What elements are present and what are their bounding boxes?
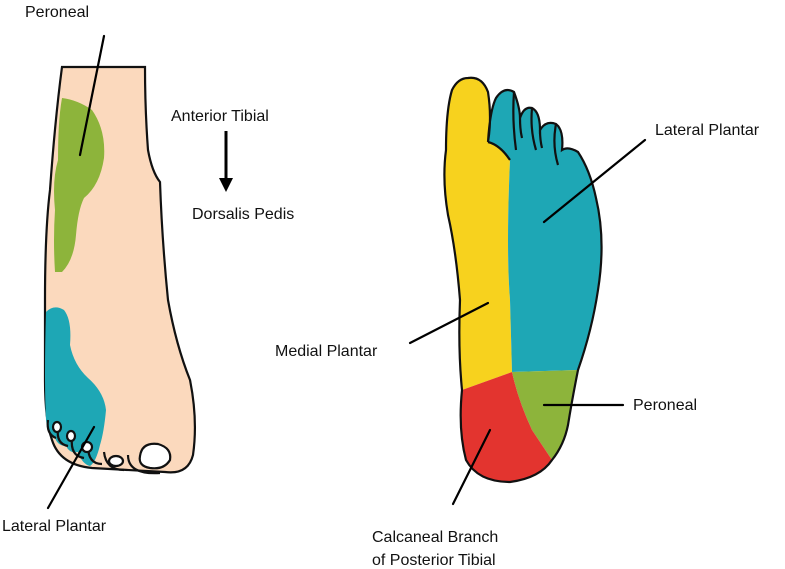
- plantar-peroneal-region: [512, 370, 578, 460]
- down-arrow-icon: [219, 131, 233, 192]
- leader-lateral-plantar-right: [542, 138, 647, 224]
- leader-lateral-plantar-bottom: [46, 425, 96, 510]
- plantar-medial-plantar-region: [444, 77, 512, 391]
- label-peroneal-top: Peroneal: [25, 4, 89, 21]
- dorsal-foot: [43, 65, 196, 475]
- plantar-foot: [443, 76, 603, 484]
- leader-peroneal-top: [78, 34, 106, 157]
- leader-medial-plantar: [408, 301, 490, 345]
- label-medial-plantar: Medial Plantar: [275, 343, 378, 360]
- plantar-lateral-plantar-region: [488, 90, 602, 372]
- plantar-calcaneal-region: [460, 372, 552, 482]
- label-anterior-tibial: Anterior Tibial: [171, 108, 269, 125]
- label-dorsalis-pedis: Dorsalis Pedis: [192, 206, 294, 223]
- label-calcaneal-line2: of Posterior Tibial: [372, 552, 496, 569]
- leader-calcaneal: [451, 428, 492, 506]
- label-calcaneal-line1: Calcaneal Branch: [372, 529, 498, 546]
- label-peroneal-right: Peroneal: [633, 397, 697, 414]
- label-lateral-plantar-bottom: Lateral Plantar: [2, 518, 107, 535]
- dorsal-peroneal-region: [54, 98, 105, 272]
- label-lateral-plantar-right: Lateral Plantar: [655, 122, 760, 139]
